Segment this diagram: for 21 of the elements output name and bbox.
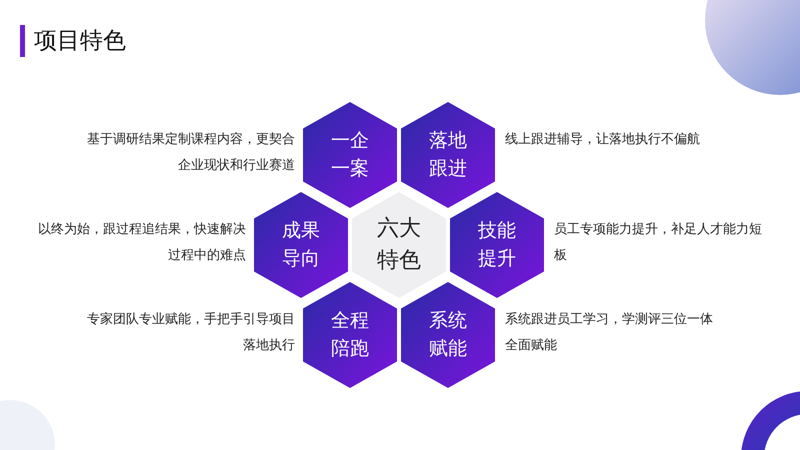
hexagon-node [303, 102, 397, 208]
hexagon-node [352, 192, 446, 298]
hexagon-label: 系统赋能 [428, 308, 468, 361]
hexagon-node [401, 282, 495, 388]
hexagon-label: 落地跟进 [428, 128, 468, 181]
hexagon-label: 成果导向 [281, 218, 321, 271]
description-text: 员工专项能力提升，补足人才能力短板 [554, 221, 763, 265]
description-text: 系统跟进员工学习，学测评三位一体全面赋能 [505, 311, 714, 355]
hexagon-label: 一企一案 [330, 128, 370, 181]
hexagon-node [450, 192, 544, 298]
hexagon-label: 全程陪跑 [330, 308, 370, 361]
hexagon-label: 六大特色 [376, 215, 422, 275]
page-title: 项目特色 [34, 27, 126, 56]
hexagon-node [303, 282, 397, 388]
description-text: 以终为始，跟过程追结果，快速解决过程中的难点 [37, 221, 246, 265]
description-text: 线上跟进辅导，让落地执行不偏航 [505, 131, 701, 149]
hexagon-node [401, 102, 495, 208]
description-text: 基于调研结果定制课程内容，更契合企业现状和行业赛道 [86, 131, 295, 175]
hexagon-node [254, 192, 348, 298]
description-text: 专家团队专业赋能，手把手引导项目落地执行 [86, 311, 295, 355]
hexagon-label: 技能提升 [477, 218, 517, 271]
